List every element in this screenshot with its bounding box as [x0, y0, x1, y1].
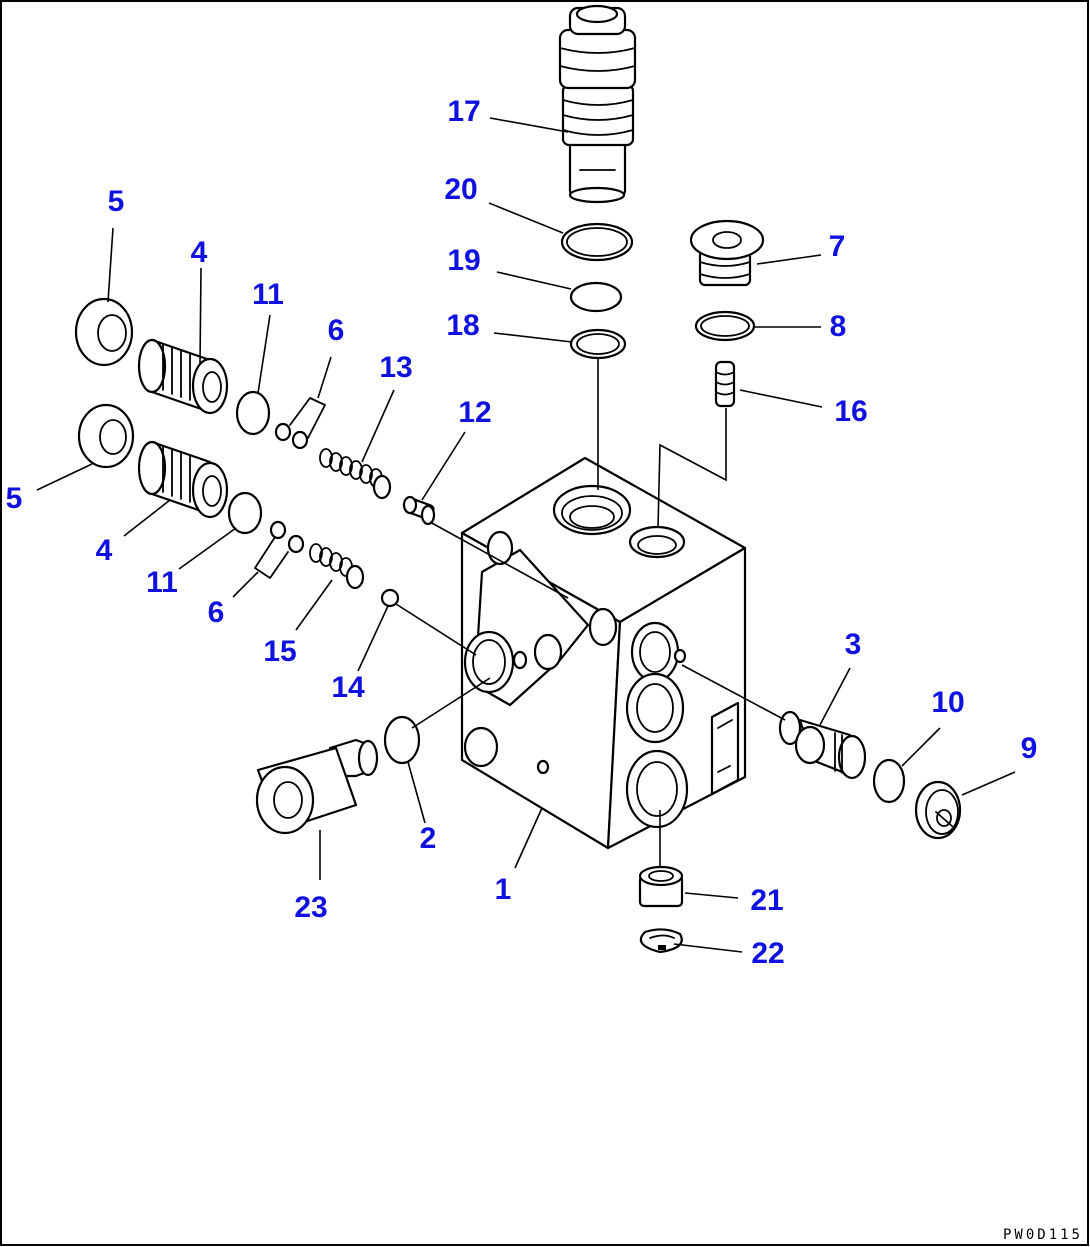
callout-19: 19	[447, 244, 480, 277]
callout-7: 7	[829, 230, 846, 263]
part-17-cartridge	[558, 4, 637, 204]
callout-6-lower: 6	[208, 596, 225, 629]
callout-6-upper: 6	[328, 314, 345, 347]
callout-5-lower: 5	[6, 482, 23, 515]
part-9-plug	[914, 780, 962, 840]
callout-21: 21	[750, 884, 783, 917]
callout-18: 18	[446, 309, 479, 342]
callout-11-upper: 11	[252, 278, 284, 311]
part-4-sleeve-lower	[137, 440, 229, 519]
callout-4-lower: 4	[96, 534, 113, 567]
callout-3: 3	[845, 628, 862, 661]
part-10-o-ring	[872, 758, 906, 804]
callout-4-upper: 4	[191, 236, 208, 269]
leader-lines	[36, 117, 1016, 953]
part-13-spring-upper	[319, 448, 392, 500]
part-11-washer-upper	[235, 390, 271, 436]
callout-1: 1	[495, 873, 512, 906]
part-20-o-ring	[560, 222, 634, 262]
callout-14: 14	[331, 671, 365, 704]
part-1-valve-body	[460, 456, 747, 850]
part-22-snap-ring	[639, 928, 683, 954]
callout-2: 2	[420, 822, 437, 855]
part-12-valve-upper	[402, 495, 436, 526]
part-19-backup-ring	[569, 281, 623, 313]
callout-10: 10	[931, 686, 964, 719]
part-7-plug	[689, 219, 765, 287]
part-6-shims-lower	[254, 520, 305, 579]
part-16-spring	[714, 360, 736, 408]
part-2-o-ring	[383, 715, 421, 765]
part-4-sleeve-upper	[137, 338, 229, 415]
callout-9: 9	[1021, 732, 1038, 765]
part-5-nut-upper	[74, 297, 134, 367]
callout-12: 12	[458, 396, 491, 429]
callouts: 1 2 3 4 4 5 5 6 6 7 8 9 10 11 11 12 13 1…	[6, 95, 1038, 970]
callout-5-upper: 5	[108, 185, 125, 218]
part-21-collar	[638, 865, 684, 908]
callout-22: 22	[751, 937, 784, 970]
callout-11-lower: 11	[146, 566, 178, 599]
callout-17: 17	[447, 95, 480, 128]
callout-13: 13	[379, 351, 412, 384]
part-11-washer-lower	[227, 491, 263, 535]
part-5-nut-lower	[77, 403, 135, 469]
part-14-ball	[380, 588, 400, 608]
drawing-code: PW0D115	[1003, 1227, 1083, 1243]
part-8-o-ring	[694, 310, 756, 342]
part-23-adapter	[255, 738, 379, 835]
callout-20: 20	[444, 173, 477, 206]
part-3-valve	[778, 710, 867, 780]
part-6-shims-upper	[274, 397, 326, 450]
callout-8: 8	[830, 310, 847, 343]
callout-15: 15	[263, 635, 296, 668]
callout-16: 16	[834, 395, 867, 428]
callout-23: 23	[294, 891, 327, 924]
part-15-spring-lower	[309, 543, 365, 590]
